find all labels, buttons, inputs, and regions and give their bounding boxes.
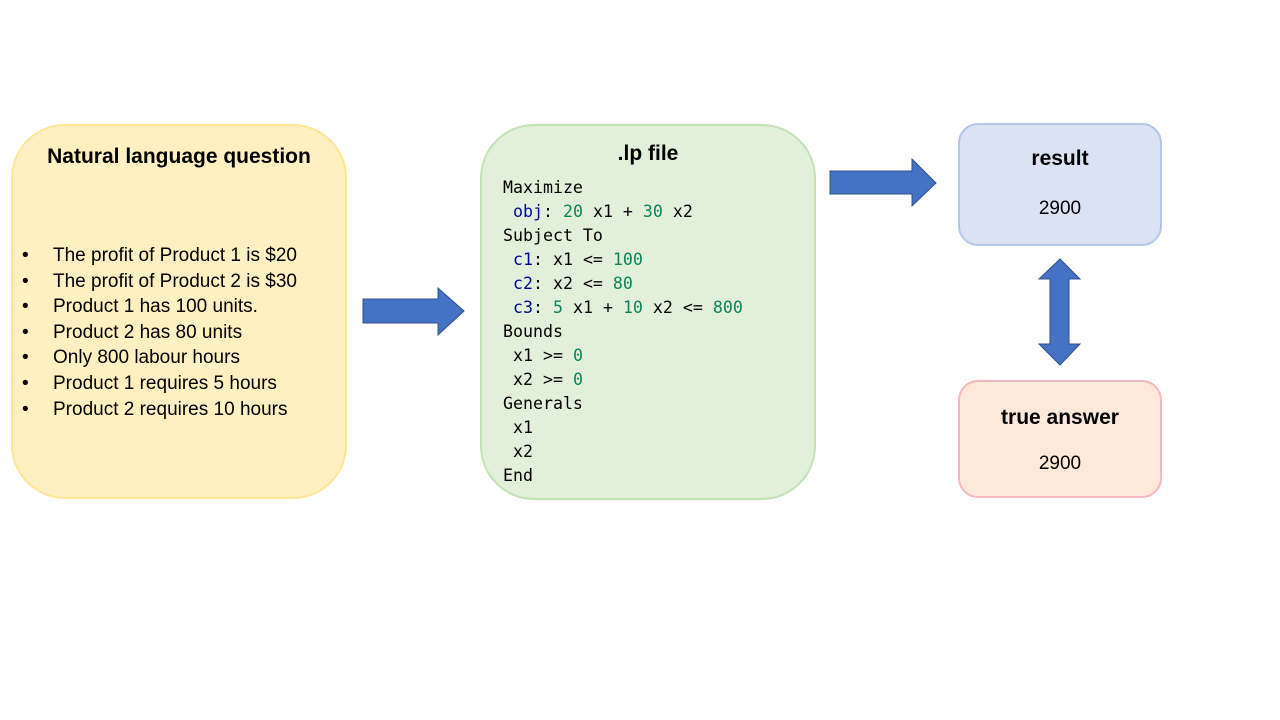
up-down-arrow-icon [1037, 258, 1082, 366]
bullet-icon: • [22, 270, 29, 292]
code-number: 800 [712, 298, 743, 317]
code-number: 10 [622, 298, 643, 317]
bullet-icon: • [22, 296, 29, 318]
question-box: Natural language question • The profit of… [11, 124, 347, 499]
bullet-icon: • [22, 321, 29, 343]
right-arrow-icon [829, 158, 937, 208]
bullet-icon: • [22, 372, 29, 394]
code-label: c1 [513, 250, 533, 269]
result-title: result [1031, 147, 1089, 170]
code-var: x2 [513, 442, 533, 461]
code-keyword: Generals [503, 394, 583, 413]
bullet-icon: • [22, 398, 29, 420]
result-box: result 2900 [958, 123, 1162, 246]
code-label: obj [513, 202, 543, 221]
code-number: 0 [572, 346, 583, 365]
code-number: 5 [552, 298, 563, 317]
code-label: c2 [513, 274, 533, 293]
bullet-icon: • [22, 347, 29, 369]
list-item-text: Product 2 requires 10 hours [53, 398, 288, 420]
list-item: • The profit of Product 2 is $30 [13, 269, 297, 295]
list-item: • Product 2 requires 10 hours [13, 397, 297, 423]
list-item: • Product 1 has 100 units. [13, 294, 297, 320]
true-answer-value: 2900 [1038, 453, 1082, 474]
code-keyword: Bounds [503, 322, 563, 341]
list-item-text: Product 2 has 80 units [53, 321, 243, 343]
lp-file-title: .lp file [617, 142, 679, 165]
code-number: 100 [612, 250, 643, 269]
code-number: 20 [562, 202, 583, 221]
code-expr: x2 >= [513, 370, 563, 389]
lp-code-block: Maximize obj: 20 x1 + 30 x2 Subject To c… [503, 178, 743, 485]
result-value: 2900 [1038, 198, 1082, 219]
arrow-shape [362, 287, 465, 337]
list-item: • Product 1 requires 5 hours [13, 371, 297, 397]
code-expr: x1 >= [513, 346, 563, 365]
bullet-icon: • [22, 245, 29, 266]
list-item: • Only 800 labour hours [13, 345, 297, 371]
question-title: Natural language question [47, 145, 311, 168]
code-number: 30 [642, 202, 663, 221]
list-item-text: Product 1 requires 5 hours [53, 372, 277, 394]
code-label: c3 [513, 298, 533, 317]
lp-file-box: .lp file Maximize obj: 20 x1 + 30 x2 Sub… [480, 124, 816, 500]
arrow-shape [1037, 258, 1082, 366]
list-item: • The profit of Product 1 is $20 [13, 243, 297, 269]
arrow-shape [829, 158, 937, 208]
code-number: 80 [612, 274, 633, 293]
code-keyword: End [503, 466, 533, 485]
code-var: x2 [672, 202, 693, 221]
code-expr: x1 <= [552, 250, 603, 269]
code-keyword: Subject To [503, 226, 603, 245]
list-item: • Product 2 has 80 units [13, 320, 297, 346]
code-var: x1 [513, 418, 533, 437]
list-item-text: The profit of Product 1 is $20 [53, 245, 297, 266]
list-item-text: Only 800 labour hours [53, 347, 240, 369]
code-expr: x2 <= [552, 274, 603, 293]
code-expr: x2 <= [652, 298, 703, 317]
code-var: x1 [572, 298, 593, 317]
right-arrow-icon [362, 287, 465, 337]
list-item-text: Product 1 has 100 units. [53, 296, 258, 318]
code-keyword: Maximize [503, 178, 583, 197]
true-answer-box: true answer 2900 [958, 380, 1162, 498]
question-list: • The profit of Product 1 is $20 • The pro… [13, 243, 297, 422]
true-answer-title: true answer [1001, 406, 1119, 429]
code-number: 0 [572, 370, 583, 389]
list-item-text: The profit of Product 2 is $30 [53, 270, 297, 292]
code-var: x1 [592, 202, 613, 221]
